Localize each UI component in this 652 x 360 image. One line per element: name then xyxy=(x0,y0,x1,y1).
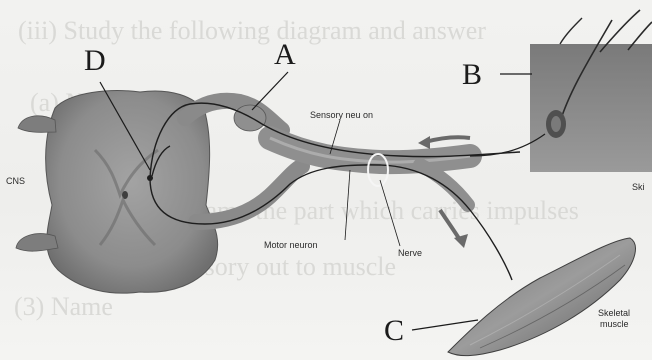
label-motor-neuron: Motor neuron xyxy=(264,240,318,250)
label-skin: Ski xyxy=(632,182,645,192)
label-skeletal-muscle-line1: Skeletal xyxy=(598,308,630,318)
label-B: B xyxy=(462,58,482,92)
label-C: C xyxy=(384,314,404,348)
label-skeletal-muscle-line2: muscle xyxy=(600,319,629,329)
pointer-motor xyxy=(345,170,350,240)
label-cns: CNS xyxy=(6,176,25,186)
label-A: A xyxy=(274,38,296,72)
skin-block xyxy=(530,10,652,172)
motor-direction-arrow xyxy=(440,210,460,240)
pointer-A xyxy=(252,72,288,110)
skeletal-muscle xyxy=(448,238,635,356)
dorsal-root-ganglion xyxy=(234,105,266,131)
label-D: D xyxy=(84,44,106,78)
pointer-nerve xyxy=(380,180,400,246)
label-nerve: Nerve xyxy=(398,248,422,258)
pointer-C xyxy=(412,320,478,330)
sensory-direction-arrow xyxy=(425,137,470,142)
label-sensory-neuron: Sensory neu on xyxy=(310,110,373,120)
